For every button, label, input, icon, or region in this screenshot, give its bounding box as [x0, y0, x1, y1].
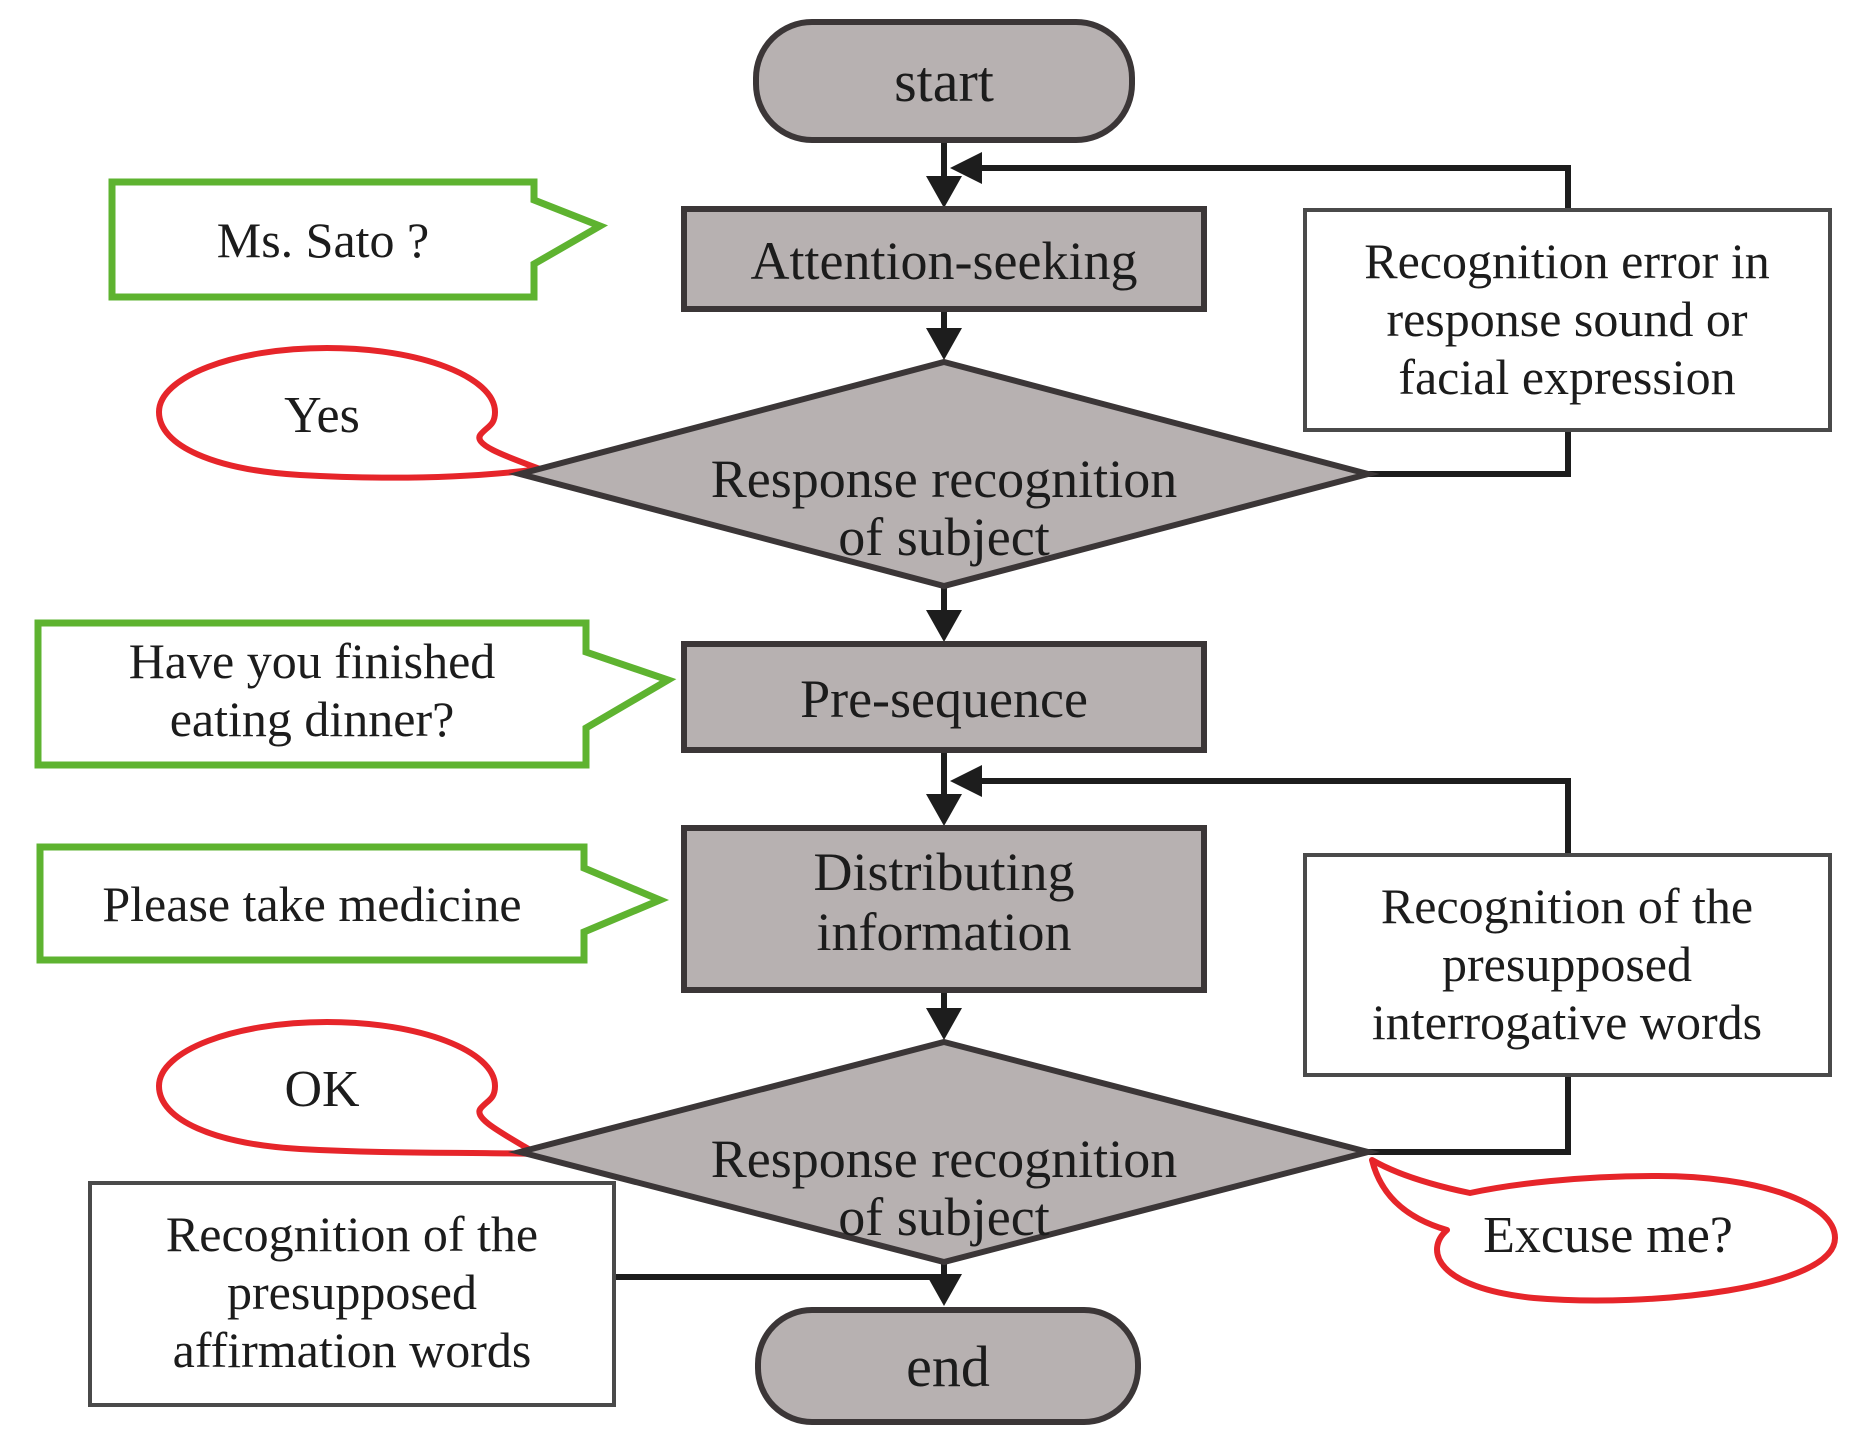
- box-recognition-error: [1303, 208, 1832, 432]
- box-affirmation-words: [88, 1181, 616, 1407]
- distributing-label-line2: information: [817, 902, 1072, 962]
- arrow-into-presequence: [926, 610, 962, 642]
- callout-sato-label: Ms. Sato ?: [217, 212, 430, 268]
- arrow-into-decision2: [926, 1008, 962, 1040]
- recognition-error-line2: response sound or: [1386, 291, 1747, 347]
- decision1-label-line2: of subject: [838, 507, 1049, 567]
- interrogative-line2: presupposed: [1442, 936, 1692, 992]
- node-distributing-information: [681, 825, 1207, 993]
- node-decision-response-recognition-1: [508, 358, 1380, 590]
- arrow-feedback1-junction: [950, 152, 982, 184]
- arrow-into-attention: [926, 176, 962, 208]
- arrow-into-end: [926, 1274, 962, 1306]
- node-start: [753, 19, 1135, 143]
- callout-dinner-line1: Have you finished: [129, 633, 496, 689]
- distributing-label-line1: Distributing: [813, 842, 1074, 902]
- callout-dinner-line2: eating dinner?: [170, 691, 455, 747]
- interrogative-line3: interrogative words: [1372, 994, 1762, 1050]
- decision2-label-line2: of subject: [838, 1187, 1049, 1247]
- node-pre-sequence: [681, 641, 1207, 753]
- callout-dinner: [34, 619, 677, 769]
- interrogative-line1: Recognition of the: [1381, 878, 1753, 934]
- node-decision-response-recognition-2: [508, 1038, 1380, 1266]
- recognition-error-line1: Recognition error in: [1364, 233, 1769, 289]
- decision1-label-line1: Response recognition: [711, 449, 1177, 509]
- node-end: [755, 1307, 1141, 1425]
- affirmation-line1: Recognition of the: [166, 1206, 538, 1262]
- node-attention-label: Attention-seeking: [751, 231, 1138, 291]
- recognition-error-line3: facial expression: [1398, 349, 1735, 405]
- affirmation-line3: affirmation words: [173, 1322, 532, 1378]
- node-presequence-label: Pre-sequence: [800, 669, 1088, 729]
- bubble-yes-label: Yes: [284, 387, 360, 444]
- bubble-ok: [156, 1019, 540, 1157]
- box-interrogative-words: [1303, 853, 1832, 1077]
- bubble-excuse-me-label: Excuse me?: [1483, 1207, 1733, 1264]
- bubble-yes: [156, 345, 543, 481]
- arrow-into-decision1: [926, 328, 962, 360]
- bubble-ok-label: OK: [284, 1061, 360, 1118]
- callout-medicine-label: Please take medicine: [102, 876, 521, 932]
- arrow-feedback2-junction: [950, 765, 982, 797]
- decision2-label-line1: Response recognition: [711, 1129, 1177, 1189]
- callout-medicine: [36, 843, 670, 964]
- bubble-excuse-me: [1369, 1157, 1838, 1304]
- callout-ms-sato: [108, 178, 609, 301]
- affirmation-line2: presupposed: [227, 1264, 477, 1320]
- node-start-label: start: [894, 49, 994, 114]
- node-attention-seeking: [681, 206, 1207, 312]
- node-end-label: end: [906, 1334, 990, 1399]
- arrow-into-distributing: [926, 794, 962, 826]
